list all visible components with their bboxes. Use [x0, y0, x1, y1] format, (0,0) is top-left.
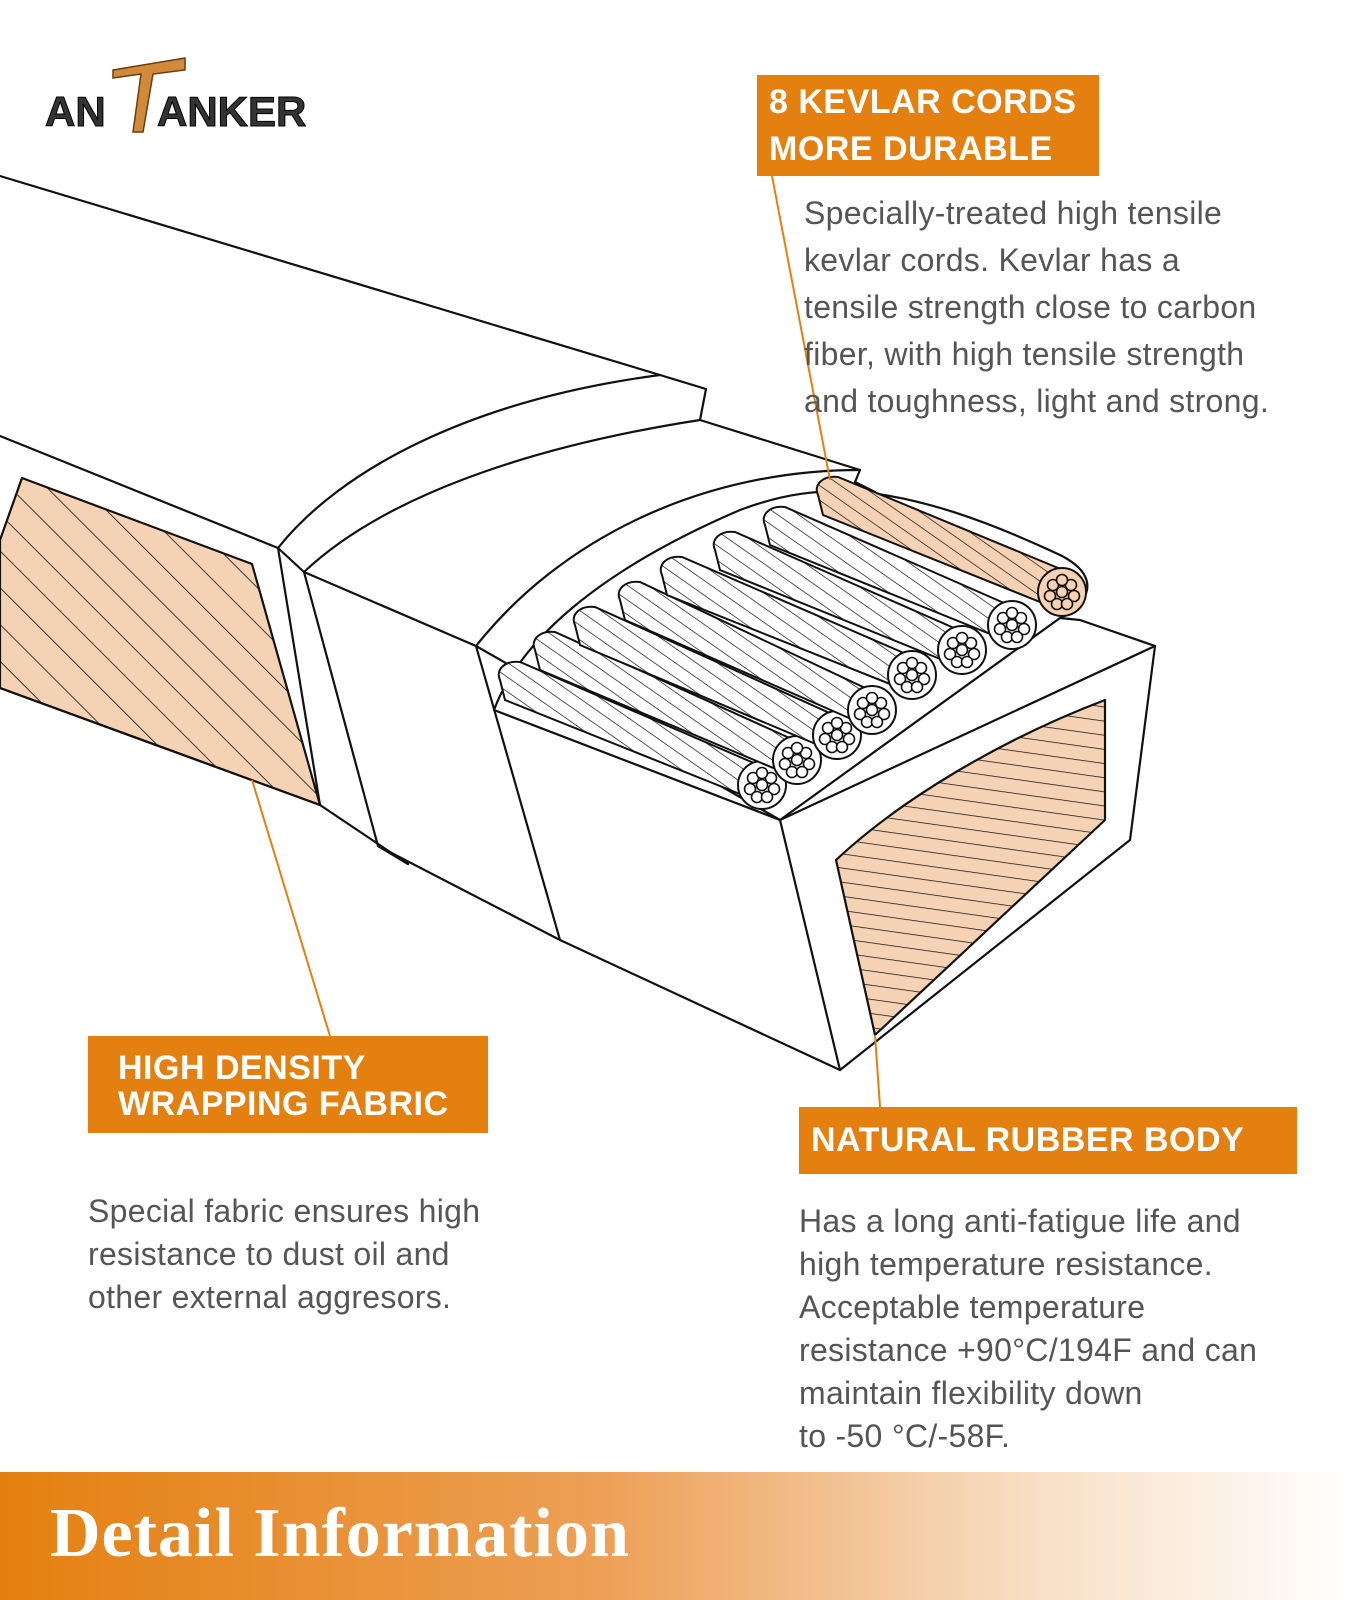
kevlar-cord: [659, 555, 937, 700]
logo-mark: AN ANKER T: [45, 40, 307, 136]
rubber-body-region: [834, 698, 1107, 1037]
cord-strand: [1067, 589, 1081, 603]
cord-strand: [1005, 618, 1019, 632]
kevlar-description: Specially-treated high tensile kevlar co…: [804, 190, 1269, 425]
fabric-desc-line: Special fabric ensures high: [88, 1193, 481, 1229]
cord-strand: [955, 631, 969, 645]
kevlar-cord: [712, 530, 987, 675]
cord-strand: [893, 672, 907, 686]
rubber-title-line-1: NATURAL RUBBER BODY: [811, 1121, 1245, 1159]
cord-strand: [967, 647, 981, 661]
kevlar-cord: [497, 660, 787, 810]
cord-strand: [1010, 630, 1024, 644]
cord-strand: [830, 728, 844, 742]
cord-strand: [865, 703, 879, 717]
cord-strand: [755, 778, 769, 792]
kevlar-cord: [532, 630, 822, 785]
kevlar-desc-line: fiber, with high tensile strength: [804, 336, 1245, 372]
fabric-region: [0, 476, 322, 807]
cord-strand: [790, 753, 804, 767]
cord-strand: [853, 707, 867, 721]
cord-strand: [818, 732, 832, 746]
rubber-desc-line: to -50 °C/-58F.: [799, 1418, 1011, 1454]
kevlar-leader-line: [771, 175, 831, 481]
logo-letter: T: [45, 40, 46, 41]
cord-strand: [1055, 573, 1069, 587]
kevlar-cord: [572, 605, 862, 760]
cord-strand: [905, 668, 919, 682]
cord-strand: [1060, 597, 1074, 611]
rubber-desc-line: maintain flexibility down: [799, 1375, 1143, 1411]
kevlar-cords: [497, 475, 1087, 810]
cord-strand: [743, 782, 757, 796]
cord-strand: [870, 715, 884, 729]
kevlar-desc-line: and toughness, light and strong.: [804, 383, 1270, 419]
rubber-desc-line: Has a long anti-fatigue life and: [799, 1203, 1241, 1239]
fabric-desc-line: other external aggresors.: [88, 1279, 452, 1315]
cord-strand: [802, 757, 816, 771]
fabric-leader-line: [251, 779, 331, 1037]
rubber-desc-line: high temperature resistance.: [799, 1246, 1213, 1282]
cord-strand: [865, 691, 879, 705]
cord-strand: [943, 647, 957, 661]
cord-strand: [830, 716, 844, 730]
cord-strand: [778, 757, 792, 771]
cord-strand: [767, 782, 781, 796]
cord-strand: [877, 707, 891, 721]
logo-text-right: ANKER: [157, 88, 306, 135]
fabric-title-line-2: WRAPPING FABRIC: [118, 1085, 449, 1123]
rubber-leader-line: [874, 1034, 881, 1108]
cord-strand: [905, 656, 919, 670]
cord-strand: [1017, 622, 1031, 636]
kevlar-desc-line: Specially-treated high tensile: [804, 195, 1223, 231]
kevlar-cords-label: 8 KEVLAR CORDS MORE DURABLE: [757, 75, 1099, 176]
cord-strand: [760, 790, 774, 804]
kevlar-title-line-2: MORE DURABLE: [769, 130, 1053, 168]
rubber-body-label: NATURAL RUBBER BODY: [799, 1107, 1297, 1174]
rubber-desc-line: resistance +90°C/194F and can: [799, 1332, 1258, 1368]
fabric-desc-line: resistance to dust oil and: [88, 1236, 450, 1272]
cord-strand: [1055, 585, 1069, 599]
cord-strand: [842, 732, 856, 746]
cord-strand: [755, 766, 769, 780]
rubber-desc-line: Acceptable temperature: [799, 1289, 1146, 1325]
footer-banner: Detail Information: [0, 1472, 1350, 1600]
cord-strand: [790, 741, 804, 755]
cord-strand: [910, 680, 924, 694]
wrapping-fabric-label: HIGH DENSITY WRAPPING FABRIC: [88, 1036, 488, 1133]
brand-logo: AN ANKER T: [45, 40, 345, 136]
kevlar-cord: [617, 580, 897, 735]
logo-text-left: AN: [45, 88, 106, 135]
kevlar-cord: [762, 505, 1037, 650]
belt-top-edge: [0, 174, 877, 494]
cord-strand: [1043, 589, 1057, 603]
footer-title: Detail Information: [50, 1495, 630, 1572]
kevlar-desc-line: tensile strength close to carbon: [804, 289, 1257, 325]
cord-strand: [835, 740, 849, 754]
kevlar-title-line-1: 8 KEVLAR CORDS: [769, 83, 1077, 121]
belt-middle-top: [276, 373, 662, 550]
kevlar-cord-highlighted: [815, 475, 1087, 617]
cord-strand: [795, 765, 809, 779]
cord-strand: [917, 672, 931, 686]
cord-strand: [993, 622, 1007, 636]
cord-strand: [1005, 606, 1019, 620]
fabric-title-line-1: HIGH DENSITY: [118, 1049, 366, 1087]
cord-strand: [960, 655, 974, 669]
cord-strand: [955, 643, 969, 657]
rubber-description: Has a long anti-fatigue life and high te…: [799, 1200, 1257, 1458]
fabric-description: Special fabric ensures high resistance t…: [88, 1190, 480, 1319]
belt-left-inner-edge: [0, 434, 280, 550]
kevlar-desc-line: kevlar cords. Kevlar has a: [804, 242, 1180, 278]
